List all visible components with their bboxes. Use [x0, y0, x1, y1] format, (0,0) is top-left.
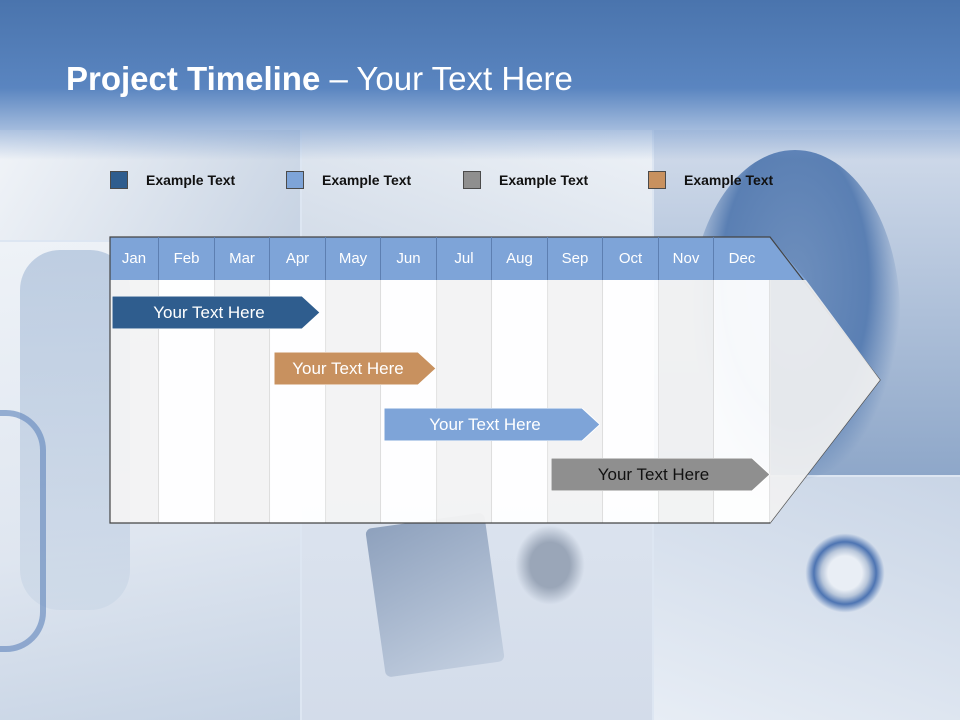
page-title: Project Timeline – Your Text Here — [66, 60, 573, 98]
month-aug: Aug — [492, 237, 548, 280]
legend-label: Example Text — [684, 172, 774, 188]
legend-swatch — [648, 171, 666, 189]
legend-label: Example Text — [499, 172, 589, 188]
task-label: Your Text Here — [153, 302, 265, 322]
legend-label: Example Text — [322, 172, 412, 188]
stethoscope-tube-image — [0, 410, 46, 652]
task-arrow[interactable]: Your Text Here — [274, 352, 436, 385]
month-feb: Feb — [159, 237, 215, 280]
title-bold: Project Timeline — [66, 60, 321, 97]
doctor-scrubs-figure — [690, 150, 900, 480]
month-mar: Mar — [215, 237, 270, 280]
month-may: May — [326, 237, 381, 280]
task-label: Your Text Here — [292, 358, 404, 378]
month-jun: Jun — [381, 237, 437, 280]
task-arrow[interactable]: Your Text Here — [384, 408, 600, 441]
xray-film-image — [365, 512, 505, 678]
month-nov: Nov — [659, 237, 714, 280]
month-apr: Apr — [270, 237, 326, 280]
legend-item: Example Text — [286, 170, 411, 190]
task-label: Your Text Here — [429, 414, 541, 434]
month-jul: Jul — [437, 237, 492, 280]
legend-label: Example Text — [146, 172, 236, 188]
legend-item: Example Text — [110, 170, 235, 190]
month-dec: Dec — [728, 250, 756, 267]
header-band: Project Timeline – Your Text Here — [0, 0, 960, 160]
month-sep: Sep — [548, 237, 603, 280]
task-label: Your Text Here — [597, 464, 710, 484]
month-jan: Jan — [110, 237, 159, 280]
legend-item: Example Text — [648, 170, 773, 190]
legend-swatch — [110, 171, 128, 189]
month-header-row: Jan Feb Mar Apr May Jun Jul Aug Sep Oct … — [110, 237, 770, 280]
stethoscope-image — [805, 533, 885, 613]
title-rest: – Your Text Here — [320, 60, 573, 97]
legend-item: Example Text — [463, 170, 588, 190]
month-oct: Oct — [603, 237, 659, 280]
legend-swatch — [286, 171, 304, 189]
task-arrow[interactable]: Your Text Here — [112, 296, 320, 329]
doctor-head-image — [515, 525, 585, 605]
task-arrow[interactable]: Your Text Here — [551, 458, 770, 491]
legend-swatch — [463, 171, 481, 189]
photo-tile — [654, 477, 960, 720]
